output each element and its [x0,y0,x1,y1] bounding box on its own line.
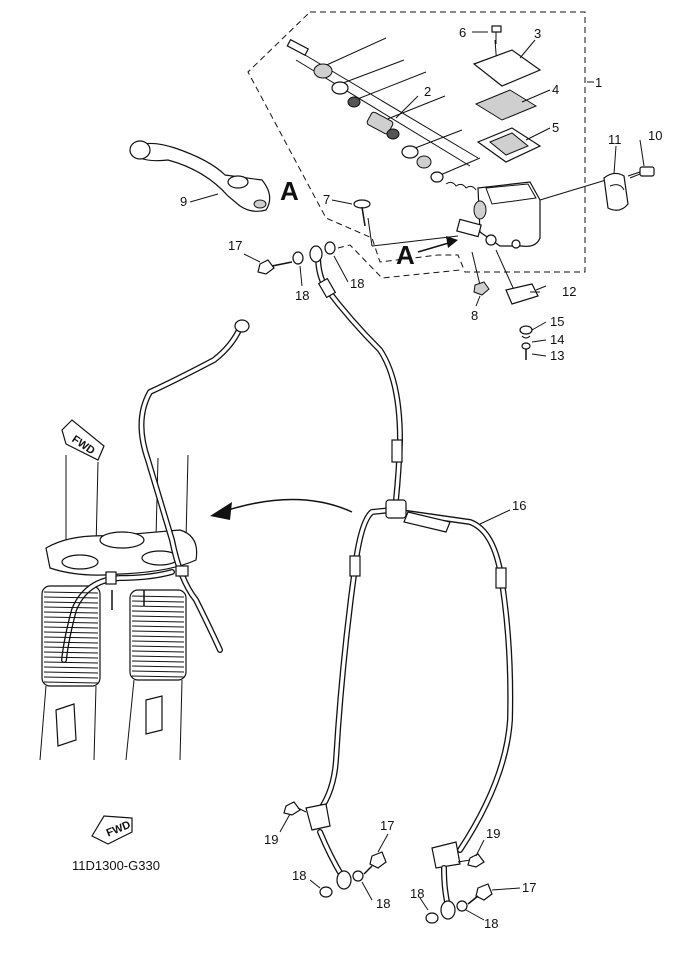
part-label-1: 1 [595,75,602,90]
part-label-16: 16 [512,498,526,513]
view-arrow [210,498,353,520]
part-label-18-right-lower: 18 [484,916,498,931]
part-number-labels: 6 3 1 2 4 5 10 11 9 7 17 18 18 12 8 15 1… [180,25,662,931]
pivot-bolt-7 [353,199,459,247]
bellow-rib [43,606,99,609]
bellow-rib [131,620,185,623]
brake-hose-16 [317,499,514,853]
part-label-18-right-upper: 18 [410,886,424,901]
bellow-rib [131,625,185,628]
bellow-rib [131,610,185,613]
bellow-rib [43,591,99,594]
screw-13 [519,325,533,360]
bellow-rib [43,611,99,614]
part-label-19-right: 19 [486,826,500,841]
part-label-18-upper-right: 18 [350,276,364,291]
bellow-rib [131,670,185,673]
bellow-rib [43,631,99,634]
leader-lines [189,31,645,921]
part-label-14: 14 [550,332,564,347]
bellow-rib [131,600,185,603]
part-label-6: 6 [459,25,466,40]
bellow-rib [131,615,185,618]
part-label-9: 9 [180,194,187,209]
switch-12 [495,249,547,305]
part-label-4: 4 [552,82,559,97]
front-fork-view [39,319,250,761]
bellow-rib [131,630,185,633]
part-label-17-left: 17 [380,818,394,833]
left-lower-fitting [283,801,387,898]
nut-8 [471,251,490,296]
right-lower-fitting [425,841,493,924]
bellow-rib [43,636,99,639]
bellow-rib [131,675,185,678]
part-label-5: 5 [552,120,559,135]
bellow-rib [43,651,99,654]
fork-bellows [43,591,185,684]
bellow-rib [43,681,99,684]
upper-banjo-17 [257,241,336,275]
part-label-18-upper-left: 18 [295,288,309,303]
brake-lever-9 [129,140,271,212]
bellow-rib [43,601,99,604]
upper-banjo-guide [337,244,461,279]
part-label-10: 10 [648,128,662,143]
diaphragm-holder-4 [474,89,538,121]
part-label-11: 11 [608,132,622,147]
part-label-18-left-upper: 18 [292,868,306,883]
master-cylinder-body [456,179,607,249]
part-label-3: 3 [534,26,541,41]
bellow-rib [131,650,185,653]
detail-label-lever: A [280,176,299,206]
part-label-19-left: 19 [264,832,278,847]
fwd-arrow-upper: FWD [61,419,105,461]
upper-brake-hose [309,245,403,503]
bellow-rib [131,640,185,643]
bellow-rib [43,641,99,644]
part-label-2: 2 [424,84,431,99]
bellow-rib [43,666,99,669]
bellow-rib [43,656,99,659]
bellow-rib [43,646,99,649]
part-label-13: 13 [550,348,564,363]
screw-6 [491,25,502,44]
bellow-rib [43,671,99,674]
part-label-7: 7 [323,192,330,207]
diagram-code: 11D1300-G330 [72,858,160,873]
bellow-rib [131,645,185,648]
part-label-15: 15 [550,314,564,329]
bellow-rib [131,635,185,638]
part-label-8: 8 [471,308,478,323]
part-label-18-left-lower: 18 [376,896,390,911]
part-label-17-upper: 17 [228,238,242,253]
part-label-17-right: 17 [522,880,536,895]
fwd-arrow-lower: FWD [91,815,133,845]
bellow-rib [43,616,99,619]
detail-label-body: A [396,240,415,270]
holder-11 [603,166,655,211]
master-cylinder-boundary [247,11,586,273]
part-label-12: 12 [562,284,576,299]
bellow-rib [131,605,185,608]
cap-3 [472,49,542,87]
bellow-rib [43,596,99,599]
bellow-rib [43,676,99,679]
piston-kit [286,38,477,191]
bellow-rib [43,661,99,664]
bellow-rib [131,595,185,598]
bellow-rib [43,621,99,624]
bellow-rib [43,626,99,629]
exploded-guide-lines [295,37,499,177]
bellow-rib [131,665,185,668]
detail-arrow [417,236,458,253]
bellow-rib [131,655,185,658]
bellow-rib [131,660,185,663]
